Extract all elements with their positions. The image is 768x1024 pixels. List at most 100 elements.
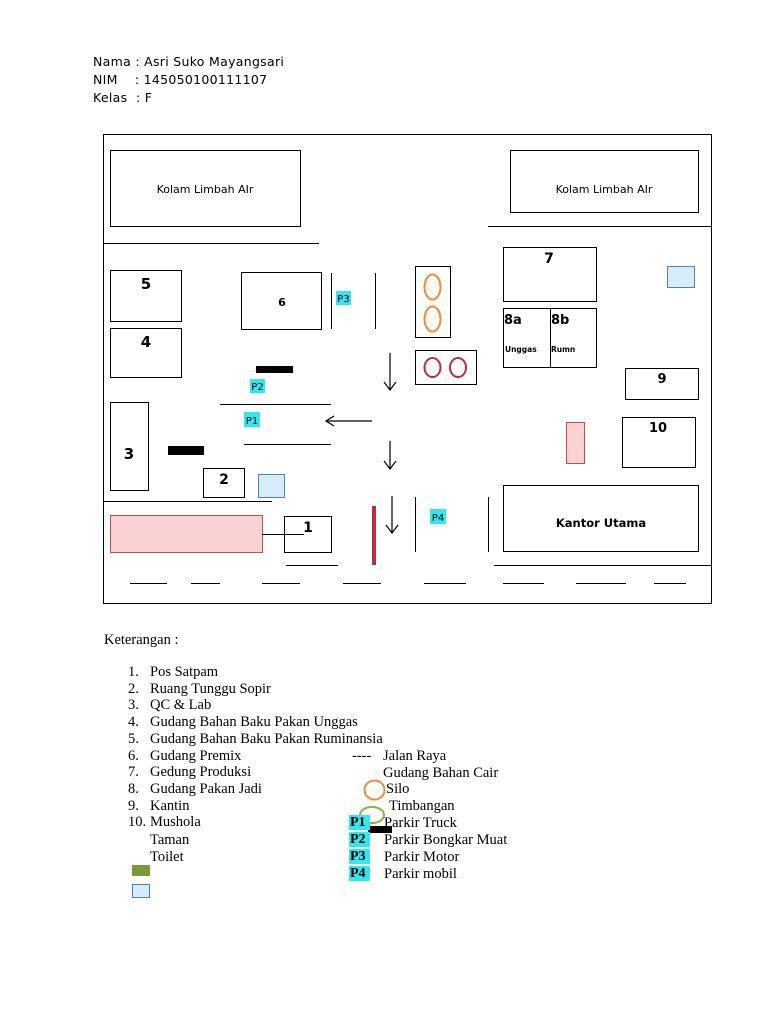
legend-item-label: Pos Satpam <box>150 664 219 680</box>
taman-area <box>110 515 263 553</box>
building-6-label: 6 <box>278 296 286 309</box>
p4-marker: P4 <box>432 513 444 524</box>
legend-item-number: 6. <box>128 747 139 764</box>
building-3-label: 3 <box>124 445 134 463</box>
building-8b-sub: Rumn <box>551 345 575 354</box>
silo-icon <box>423 273 442 301</box>
legend-silo: Silo <box>386 781 410 797</box>
gate-bar <box>372 506 376 565</box>
kantor-utama: Kantor Utama <box>503 485 699 552</box>
building-7: 7 <box>503 247 597 302</box>
bahan-cair-block <box>566 422 585 464</box>
silo-icon <box>423 305 442 333</box>
kolam-right-label: Kolam Limbah AIr <box>556 183 653 196</box>
legend-item-label: Gudang Premix <box>150 747 242 764</box>
legend-item-label: Gedung Produksi <box>150 764 252 781</box>
p3-marker-bg <box>336 291 351 305</box>
legend-item-label: Mushola <box>150 814 201 831</box>
legend-p3-code: P3 <box>349 849 370 864</box>
legend-item: 9. Kantin <box>128 798 189 815</box>
silo-group <box>415 266 451 338</box>
tank-group <box>415 350 477 385</box>
student-class: Kelas : F <box>93 90 153 105</box>
legend-p2-label: Parkir Bongkar Muat <box>384 832 508 848</box>
building-2-label: 2 <box>219 472 229 488</box>
toilet-icon <box>258 474 285 498</box>
legend-p1-code: P1 <box>349 815 370 830</box>
legend-item-label: Kantin <box>150 797 190 814</box>
legend-p4-label: Parkir mobil <box>384 866 457 882</box>
legend-item-label: Gudang Pakan Jadi <box>150 780 262 797</box>
toilet-icon <box>667 266 695 288</box>
legend-item: 7. Gedung Produksi <box>128 764 251 781</box>
p2-marker-bg <box>250 379 265 393</box>
building-8: 8a 8b Unggas Rumn <box>503 308 597 368</box>
site-border <box>103 134 712 604</box>
legend-toilet: Toilet <box>150 849 184 865</box>
legend-timbangan: Timbangan <box>389 798 455 814</box>
legend-item: 4.Gudang Bahan Baku Pakan Unggas <box>128 714 358 731</box>
legend-item: 6. Gudang Premix <box>128 748 241 765</box>
p2-marker: P2 <box>251 382 263 393</box>
legend-item-label: Ruang Tunggu Sopir <box>150 680 271 697</box>
timbangan-bar-legend-icon <box>368 826 392 833</box>
building-8a-sub: Unggas <box>505 345 537 354</box>
building-9: 9 <box>625 368 699 400</box>
student-nim: NIM : 145050100111107 <box>93 72 268 87</box>
legend-jalan-dash: ---- <box>352 748 372 764</box>
building-5: 5 <box>110 270 182 322</box>
flow-arrows <box>324 353 399 534</box>
timbangan-p2-bar <box>256 366 293 373</box>
legend-item-number: 8. <box>128 780 139 797</box>
building-9-label: 9 <box>657 372 666 387</box>
p4-marker-bg <box>430 509 446 524</box>
legend-item-number: 3. <box>128 697 139 714</box>
legend-p4-code: P4 <box>349 866 370 881</box>
legend-item-number: 10. <box>128 814 147 831</box>
toilet-legend-icon <box>132 884 150 898</box>
legend-item: 5. Gudang Bahan Baku Pakan Ruminansia <box>128 731 383 748</box>
kolam-limbah-right: Kolam Limbah AIr <box>510 150 699 213</box>
legend-p2-code: P2 <box>349 832 370 847</box>
building-1-label: 1 <box>303 520 313 536</box>
legend-item: 3. QC & Lab <box>128 697 211 714</box>
taman-legend-icon <box>132 865 150 876</box>
legend-item-label: Gudang Bahan Baku Pakan Unggas <box>150 714 358 731</box>
building-6: 6 <box>241 272 322 330</box>
legend-item-number: 9. <box>128 797 139 814</box>
legend-item: 1. Pos Satpam <box>128 664 218 681</box>
tank-icon <box>449 357 467 378</box>
building-4: 4 <box>110 328 182 378</box>
legend-title: Keterangan : <box>104 632 179 648</box>
legend-item-number: 2. <box>128 680 139 697</box>
building-1: 1 <box>284 516 332 553</box>
legend-item: 10.Mushola <box>128 814 201 831</box>
legend-p1-label: Parkir Truck <box>384 815 457 831</box>
building-8b-label: 8b <box>551 313 569 328</box>
silo-legend-icon <box>363 779 386 801</box>
legend-taman: Taman <box>150 832 190 848</box>
legend-item-number: 1. <box>128 664 139 680</box>
building-7-label: 7 <box>544 251 554 267</box>
legend-item: 2. Ruang Tunggu Sopir <box>128 681 271 698</box>
building-10: 10 <box>622 417 696 468</box>
building-3: 3 <box>110 402 149 491</box>
kolam-limbah-left: Kolam Limbah AIr <box>110 150 301 227</box>
building-8a-label: 8a <box>504 313 522 328</box>
p3-marker: P3 <box>337 294 349 305</box>
legend-item-label: QC & Lab <box>150 697 212 714</box>
building-4-label: 4 <box>141 333 151 351</box>
legend-item-label: Gudang Bahan Baku Pakan Ruminansia <box>150 730 383 747</box>
p1-marker: P1 <box>246 416 258 427</box>
legend-item-number: 7. <box>128 764 139 781</box>
legend-p3-label: Parkir Motor <box>384 849 460 865</box>
legend-jalan-raya: Jalan Raya <box>383 748 447 764</box>
timbangan-left-bar <box>168 446 204 455</box>
student-name: Nama : Asri Suko Mayangsari <box>93 54 285 69</box>
tank-icon <box>423 357 442 378</box>
building-2: 2 <box>203 468 245 498</box>
legend-item: 8. Gudang Pakan Jadi <box>128 781 262 798</box>
kolam-left-label: Kolam Limbah AIr <box>157 183 254 196</box>
legend-item-number: 5. <box>128 730 139 747</box>
